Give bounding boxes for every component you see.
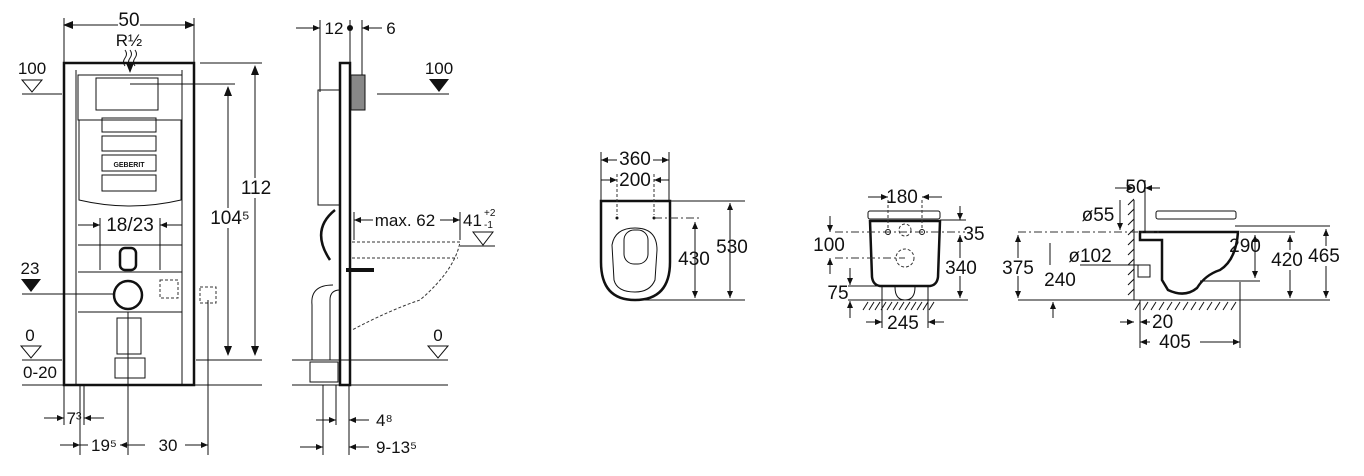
dim-rim-height: 420 xyxy=(1271,250,1303,271)
level-top-label: 100 xyxy=(18,59,46,78)
cistern-side xyxy=(317,89,341,206)
level-marker-icon xyxy=(19,345,43,359)
level-floor-label: 0 xyxy=(433,326,442,345)
dim-base-width: 245 xyxy=(887,313,919,334)
dim-max-projection: max. 62 xyxy=(375,211,435,230)
dim-offset-center: 19⁵ xyxy=(91,436,117,455)
drain-pipe xyxy=(311,284,341,361)
bowl-outline xyxy=(351,241,461,331)
dim-supply-height: 104⁵ xyxy=(210,208,250,229)
dim-foot-depth: 4⁸ xyxy=(376,411,393,430)
floor-hatch xyxy=(862,301,935,311)
dim-wall-gap: 50 xyxy=(1125,177,1146,198)
level-floor-label: 0 xyxy=(25,326,34,345)
frame-side-view: 12 6 100 max. 62 41 +2 -1 0 4⁸ 9-13⁵ xyxy=(292,19,496,457)
dim-bolt-height: 340 xyxy=(945,258,977,279)
dim-inlet-diameter: ø55 xyxy=(1082,205,1115,226)
frame-front-view: 50 R½ GEBERIT 18/23 100 xyxy=(18,10,272,455)
dim-seat-height-side: 465 xyxy=(1308,246,1340,267)
level-top-label: 100 xyxy=(425,59,453,78)
level-marker-icon xyxy=(471,231,495,246)
dim-depth-top: 12 xyxy=(325,19,344,38)
dim-outlet-diameter: ø102 xyxy=(1068,246,1111,267)
dim-flush-plate: 18/23 xyxy=(106,215,154,236)
dim-seat-height: 41 xyxy=(463,211,482,230)
floor-hatch xyxy=(1134,301,1237,311)
seat-side xyxy=(1155,210,1237,220)
dim-center-power: 30 xyxy=(159,436,178,455)
bowl-rear-view: 180 35 100 340 75 245 xyxy=(813,187,984,334)
frame-profile xyxy=(338,61,352,387)
dim-projection: 405 xyxy=(1159,332,1191,353)
dim-frame-width: 50 xyxy=(118,10,139,31)
wall-hatch xyxy=(1127,198,1135,296)
bowl-top-view: 360 200 430 530 xyxy=(599,149,748,302)
dim-plate-offset: 6 xyxy=(386,19,395,38)
level-marker-icon xyxy=(429,79,449,92)
dim-rim-to-outlet: 290 xyxy=(1229,236,1261,257)
dim-outlet-height-side: 240 xyxy=(1044,270,1076,291)
dim-bolt-from-top: 35 xyxy=(963,224,984,245)
dim-bolt-to-inlet: 100 xyxy=(813,235,845,256)
cistern xyxy=(78,119,182,207)
level-marker-icon xyxy=(20,79,44,93)
dim-bolt-spacing: 200 xyxy=(619,170,651,191)
seat-tolerance-plus: +2 xyxy=(484,208,496,219)
seat-tolerance-minus: -1 xyxy=(484,220,493,231)
level-drain-label: 23 xyxy=(21,259,40,278)
bowl-outline-side xyxy=(1138,230,1240,295)
bowl-outline-rear xyxy=(868,219,942,288)
flush-pipe xyxy=(118,246,138,272)
bowl-side-view: 50 ø55 ø102 375 240 290 420 465 20 405 xyxy=(1002,177,1346,353)
dim-outer-width: 360 xyxy=(619,149,651,170)
dim-leg-offset: 7³ xyxy=(66,409,81,428)
dim-bolt-spacing-rear: 180 xyxy=(886,187,918,208)
dim-bolt-to-front: 430 xyxy=(678,249,710,270)
dim-outlet-height: 75 xyxy=(827,283,848,304)
level-marker-icon xyxy=(21,279,41,292)
bowl-outline-top xyxy=(599,199,672,302)
flush-plate xyxy=(350,74,366,111)
level-marker-icon xyxy=(426,345,450,359)
dim-length: 530 xyxy=(716,237,748,258)
dim-wall-range: 9-13⁵ xyxy=(376,438,417,457)
dim-wall-offset: 20 xyxy=(1152,312,1173,333)
dim-thread: R½ xyxy=(116,31,142,50)
brand-logo: GEBERIT xyxy=(113,162,145,169)
seat xyxy=(867,210,941,220)
dim-inlet-height: 375 xyxy=(1002,258,1034,279)
floor-adjust-label: 0-20 xyxy=(23,363,57,382)
drain-connector xyxy=(112,279,144,311)
dim-total-height: 112 xyxy=(241,178,271,199)
